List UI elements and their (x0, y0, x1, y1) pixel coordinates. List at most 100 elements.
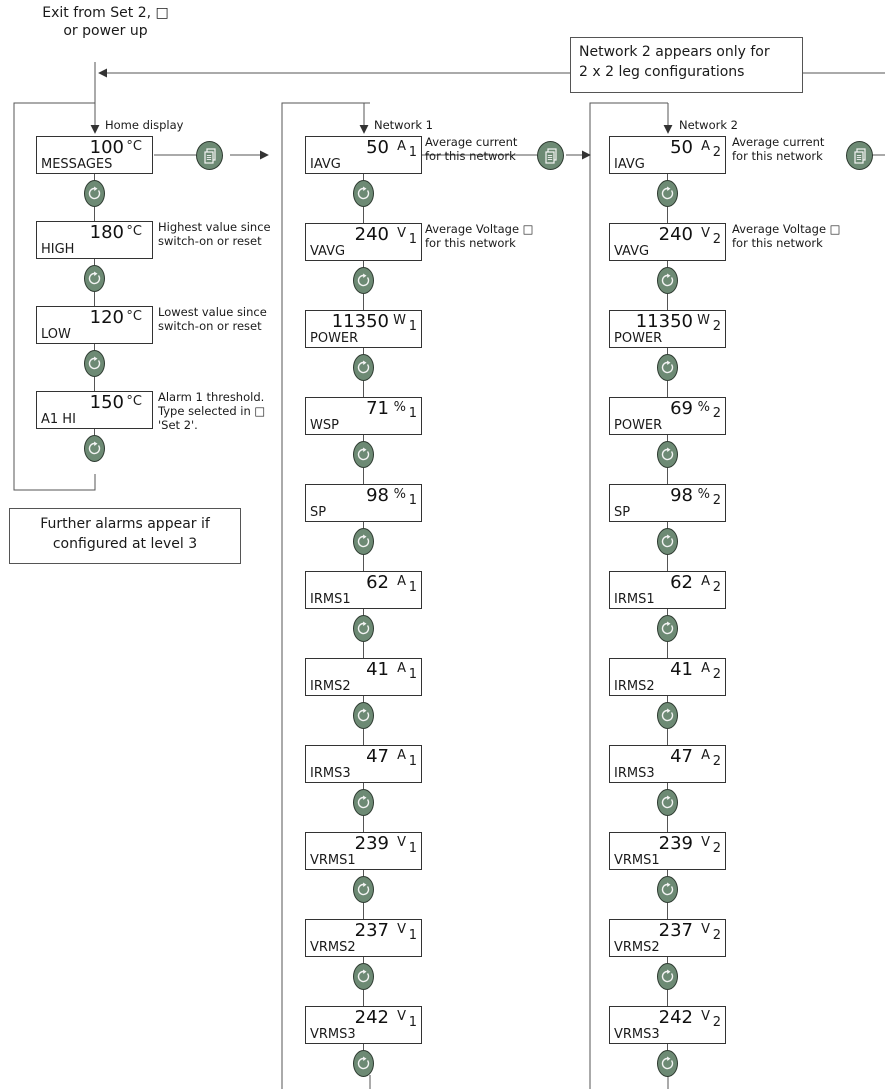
scroll-button[interactable] (353, 354, 374, 381)
description-line: switch-on or reset (158, 319, 262, 333)
flow-connector (363, 642, 364, 658)
scroll-button[interactable] (353, 702, 374, 729)
flow-connector (667, 435, 668, 441)
parameter-description: Average Voltage □for this network (732, 222, 841, 250)
display-network-index: 2 (712, 928, 721, 943)
display-network-index: 1 (408, 319, 417, 334)
alarms-note: Further alarms appear if configured at l… (9, 508, 241, 564)
display-network-index: 2 (712, 1015, 721, 1030)
scroll-button[interactable] (353, 180, 374, 207)
scroll-button[interactable] (657, 789, 678, 816)
flow-connector (667, 816, 668, 832)
display-value: 62 (366, 572, 389, 593)
display-parameter-name: A1 HI (41, 412, 76, 427)
display-unit: °C (126, 309, 142, 324)
display-parameter-name: LOW (41, 327, 71, 342)
page-button[interactable] (537, 141, 564, 170)
scroll-button[interactable] (84, 265, 105, 292)
display-value: 150 (89, 392, 124, 413)
scroll-button[interactable] (657, 267, 678, 294)
flow-connector (94, 292, 95, 306)
display-network-index: 2 (712, 493, 721, 508)
display-value: 69 (670, 398, 693, 419)
display-unit: V (701, 226, 710, 241)
scroll-button[interactable] (353, 267, 374, 294)
page-button[interactable] (846, 141, 873, 170)
display-unit: V (397, 922, 406, 937)
display-network-index: 2 (712, 580, 721, 595)
flow-connector (667, 609, 668, 615)
flow-connector (667, 783, 668, 789)
scroll-button[interactable] (657, 963, 678, 990)
description-line: switch-on or reset (158, 234, 262, 248)
display-value: 98 (670, 485, 693, 506)
flow-connector (363, 468, 364, 484)
flow-connector (363, 816, 364, 832)
scroll-button[interactable] (657, 615, 678, 642)
display-value: 41 (670, 659, 693, 680)
scroll-button[interactable] (657, 354, 678, 381)
scroll-button[interactable] (353, 963, 374, 990)
scroll-icon (661, 621, 674, 635)
scroll-button[interactable] (657, 180, 678, 207)
scroll-icon (88, 441, 101, 455)
parameter-description: Average Voltage □for this network (425, 222, 534, 250)
scroll-button[interactable] (353, 789, 374, 816)
flow-connector (667, 729, 668, 745)
scroll-icon (661, 708, 674, 722)
display-unit: V (397, 1009, 406, 1024)
flow-connector (667, 696, 668, 702)
display-network-index: 1 (408, 580, 417, 595)
scroll-button[interactable] (657, 702, 678, 729)
display-network-index: 1 (408, 406, 417, 421)
display-value: 98 (366, 485, 389, 506)
scroll-button[interactable] (657, 1050, 678, 1077)
display-unit: % (697, 487, 710, 502)
scroll-button[interactable] (353, 876, 374, 903)
display-value: 41 (366, 659, 389, 680)
flow-connector (363, 957, 364, 963)
entry-note: Exit from Set 2, □ or power up (18, 4, 193, 40)
flow-connector (363, 207, 364, 223)
scroll-icon (357, 360, 370, 374)
scroll-button[interactable] (353, 441, 374, 468)
display-unit: °C (126, 139, 142, 154)
display-parameter-name: POWER (310, 331, 359, 346)
display-parameter-name: IRMS1 (310, 592, 351, 607)
network-1-header: Network 1 (374, 118, 433, 132)
scroll-button[interactable] (84, 180, 105, 207)
display-unit: A (397, 748, 406, 763)
scroll-icon (357, 969, 370, 983)
flow-connector (363, 783, 364, 789)
scroll-button[interactable] (657, 528, 678, 555)
scroll-button[interactable] (353, 528, 374, 555)
display-value: 50 (670, 137, 693, 158)
scroll-button[interactable] (657, 876, 678, 903)
scroll-button[interactable] (353, 615, 374, 642)
display-parameter-name: IRMS1 (614, 592, 655, 607)
scroll-button[interactable] (353, 1050, 374, 1077)
entry-note-line-2: or power up (63, 23, 148, 39)
flow-connector (667, 903, 668, 919)
display-unit: V (397, 226, 406, 241)
display-value: 237 (658, 920, 693, 941)
scroll-button[interactable] (84, 350, 105, 377)
flow-connector (363, 174, 364, 180)
flow-connector (363, 609, 364, 615)
page-button[interactable] (196, 141, 223, 170)
display-value: 100 (89, 137, 124, 158)
flow-connector (363, 990, 364, 1006)
display-network-index: 2 (712, 406, 721, 421)
description-line: for this network (732, 236, 823, 250)
description-line: for this network (732, 149, 823, 163)
scroll-button[interactable] (84, 435, 105, 462)
scroll-icon (661, 186, 674, 200)
scroll-button[interactable] (657, 441, 678, 468)
